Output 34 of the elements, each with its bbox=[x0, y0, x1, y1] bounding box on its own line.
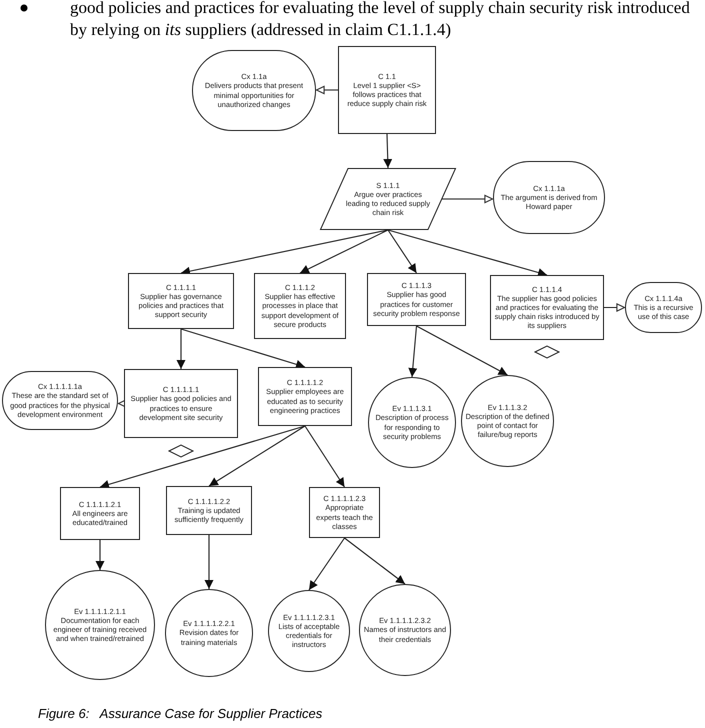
support-arrow bbox=[344, 538, 406, 584]
context-arrow bbox=[118, 399, 127, 408]
support-arrow bbox=[204, 535, 214, 589]
support-arrow bbox=[388, 230, 417, 274]
context-arrow bbox=[604, 303, 626, 312]
support-arrow bbox=[383, 134, 392, 168]
support-arrow bbox=[308, 538, 345, 590]
claim-box bbox=[60, 487, 140, 540]
claim-box bbox=[338, 46, 436, 134]
claim-box bbox=[309, 487, 380, 538]
support-arrow bbox=[176, 329, 186, 369]
claim-box bbox=[166, 486, 252, 535]
support-arrow bbox=[180, 229, 388, 276]
support-arrow bbox=[304, 426, 345, 488]
claim-box bbox=[254, 273, 346, 339]
bullet-paragraph: good policies and practices for evaluating the level of supply chain security risk introduced by relying on its suppliers (addressed in claim C1.1.1.4) bbox=[70, 0, 690, 41]
context-rounded-box bbox=[625, 282, 702, 333]
claim-box bbox=[124, 369, 238, 438]
support-arrow bbox=[300, 230, 388, 274]
support-arrow bbox=[180, 328, 306, 369]
support-arrow bbox=[100, 425, 306, 489]
context-arrow bbox=[442, 194, 494, 204]
claim-box bbox=[367, 273, 466, 326]
support-arrow bbox=[96, 540, 104, 570]
support-arrow bbox=[408, 326, 418, 378]
strategy-parallelogram bbox=[320, 168, 456, 230]
claim-box bbox=[258, 367, 352, 426]
figure-caption: Figure 6: Assurance Case for Supplier Practices bbox=[38, 706, 322, 721]
support-arrow bbox=[416, 326, 508, 376]
support-arrow bbox=[388, 229, 548, 277]
context-arrow bbox=[316, 86, 338, 94]
claim-box bbox=[490, 275, 604, 340]
support-arrow bbox=[208, 426, 306, 486]
claim-box bbox=[128, 273, 234, 329]
